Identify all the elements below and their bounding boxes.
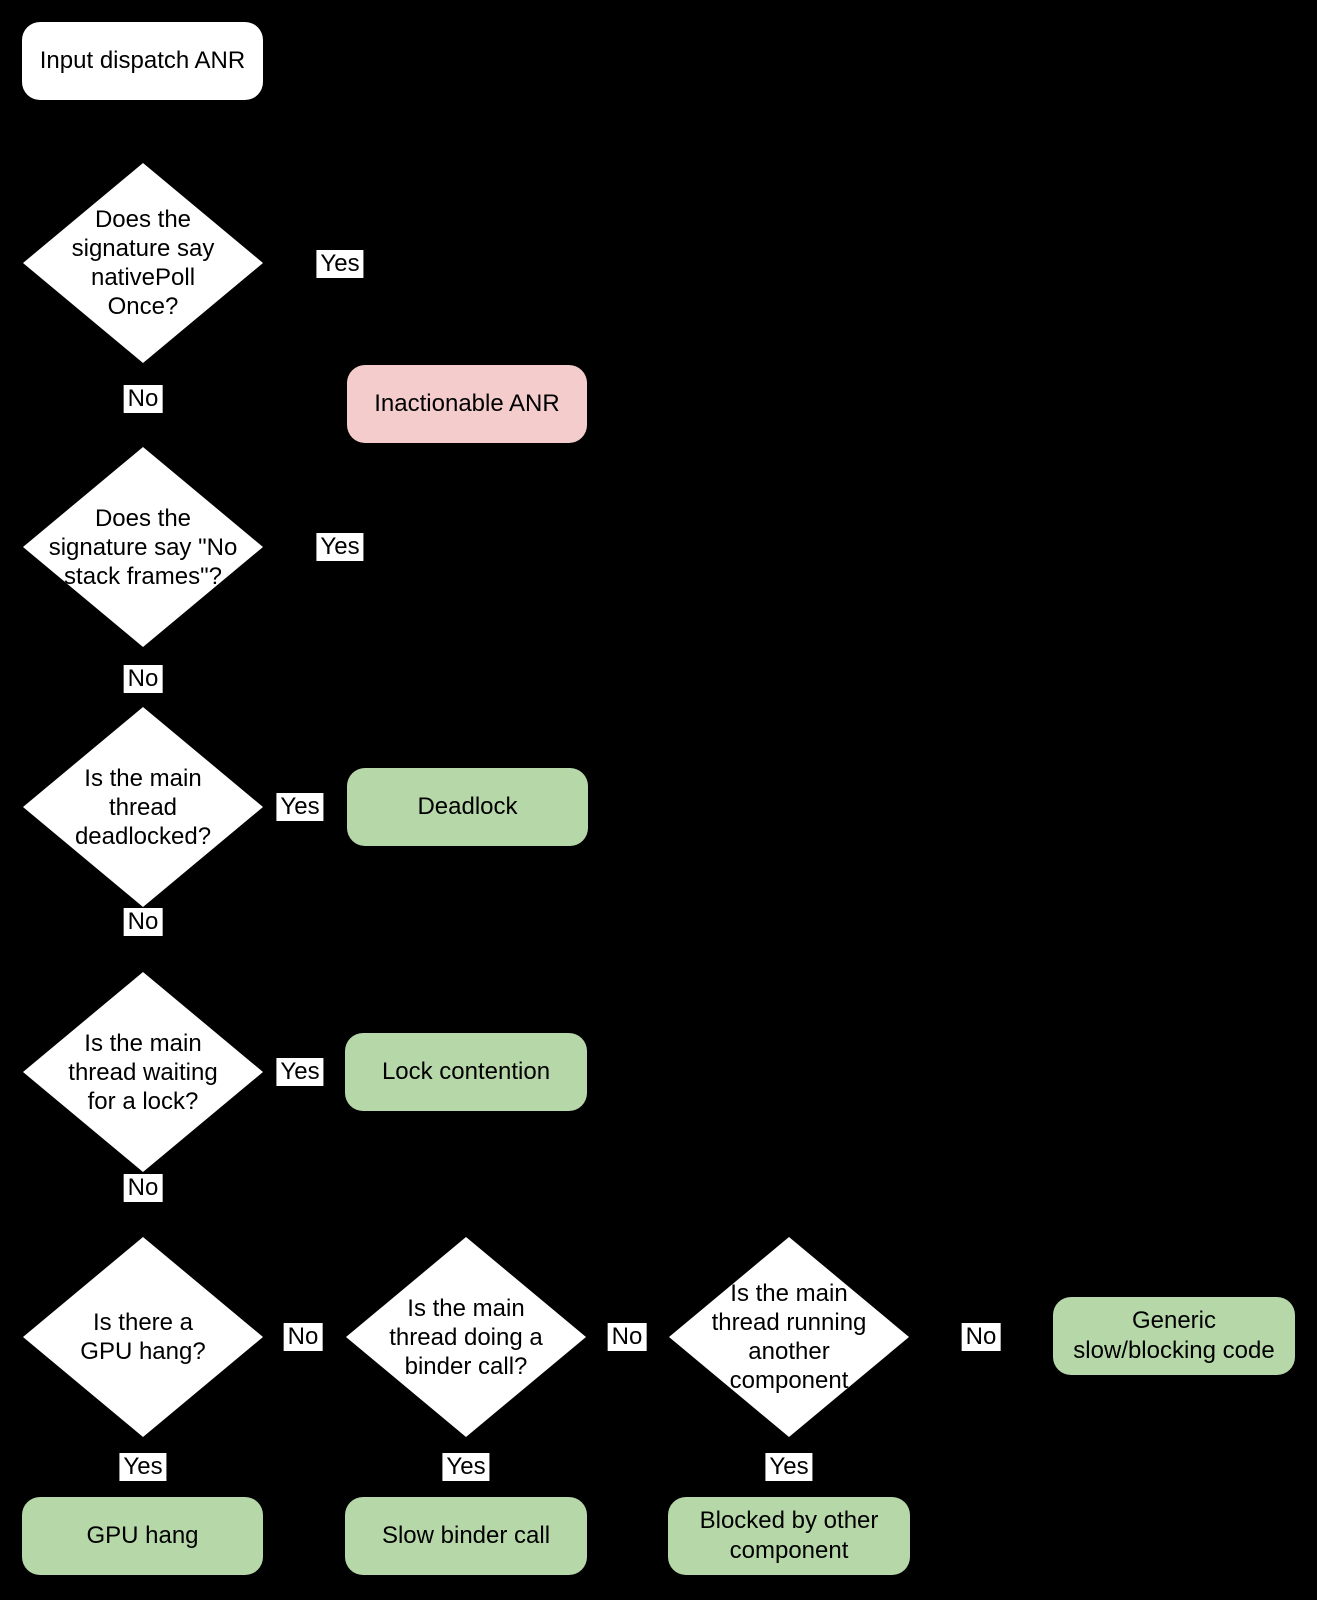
decision-text-line: thread [108, 793, 178, 821]
decision-text-line: Does the [94, 504, 192, 532]
edge-label-yes-deadlocked: Yes [276, 793, 324, 821]
terminal-generic-line1: Generic [1131, 1307, 1217, 1334]
decision-binder-call: Is the main thread doing a binder call? [346, 1237, 586, 1437]
decision-main-thread-deadlocked-label: Is the main thread deadlocked? [0, 707, 293, 907]
edge-label-no-waiting-lock: No [123, 1174, 163, 1202]
decision-text-line: Is the main [84, 1029, 202, 1057]
decision-text-line: component [729, 1367, 849, 1394]
decision-main-thread-waiting-lock: Is the main thread waiting for a lock? [23, 972, 263, 1172]
terminal-lock-contention: Lock contention [345, 1033, 587, 1111]
decision-no-stack-frames: Does the signature say "No stack frames"… [23, 447, 263, 647]
decision-text-line: binder call? [404, 1352, 528, 1380]
decision-text-line: signature say [71, 235, 215, 262]
terminal-blocked-line1: Blocked by other [699, 1507, 879, 1534]
edge-label-yes-another-component: Yes [765, 1453, 813, 1481]
edge-label-yes-gpu-hang: Yes [119, 1453, 167, 1481]
edge-label-no-deadlocked: No [123, 908, 163, 936]
decision-main-thread-waiting-lock-label: Is the main thread waiting for a lock? [0, 972, 293, 1172]
decision-gpu-hang-label: Is there a GPU hang? [0, 1237, 293, 1437]
edge-label-yes-native-poll: Yes [316, 250, 364, 278]
terminal-blocked-line2: component [729, 1537, 849, 1564]
decision-text-line: Does the [94, 206, 192, 233]
decision-text-line: Is the main [730, 1280, 848, 1307]
decision-text-line: Is the main [84, 764, 202, 792]
decision-main-thread-deadlocked: Is the main thread deadlocked? [23, 707, 263, 907]
terminal-deadlock: Deadlock [347, 768, 588, 846]
decision-text-line: thread running [711, 1309, 867, 1336]
terminal-generic-slow-blocking-code: Generic slow/blocking code [1053, 1297, 1295, 1375]
terminal-slow-binder-call: Slow binder call [345, 1497, 587, 1575]
decision-text-line: nativePoll [90, 264, 196, 291]
terminal-gpu-hang-label: GPU hang [86, 1522, 199, 1549]
decision-text-line: Is there a [92, 1309, 194, 1336]
connector-d2-yes-to-inactionable [263, 443, 475, 548]
connector-d1-yes-to-inactionable [263, 262, 475, 365]
decision-text-line: Once? [107, 293, 179, 320]
edge-label-yes-no-stack-frames: Yes [316, 533, 364, 561]
decision-text-line: deadlocked? [74, 822, 212, 850]
start-node-label: Input dispatch ANR [39, 47, 246, 74]
decision-binder-call-label: Is the main thread doing a binder call? [316, 1237, 616, 1437]
decision-running-another-component-label: Is the main thread running another compo… [639, 1237, 939, 1437]
decision-native-poll-once: Does the signature say nativePoll Once? [23, 163, 263, 363]
decision-text-line: thread waiting [68, 1058, 218, 1086]
edge-label-no-binder-call: No [607, 1323, 647, 1351]
terminal-lock-contention-label: Lock contention [381, 1058, 551, 1085]
decision-text-line: Is the main [407, 1294, 525, 1322]
terminal-slow-binder-call-label: Slow binder call [381, 1522, 551, 1549]
decision-running-another-component: Is the main thread running another compo… [669, 1237, 909, 1437]
edge-label-no-another-component: No [961, 1323, 1001, 1351]
terminal-inactionable-anr: Inactionable ANR [347, 365, 587, 443]
decision-text-line: stack frames"? [64, 562, 222, 590]
decision-text-line: GPU hang? [80, 1338, 206, 1365]
terminal-blocked-by-other-component: Blocked by other component [668, 1497, 910, 1575]
edge-label-no-gpu-hang: No [283, 1323, 323, 1351]
decision-text-line: for a lock? [87, 1087, 199, 1115]
terminal-generic-line2: slow/blocking code [1073, 1337, 1275, 1364]
decision-no-stack-frames-label: Does the signature say "No stack frames"… [0, 447, 293, 647]
decision-text-line: another [748, 1338, 830, 1365]
edge-label-no-native-poll: No [123, 385, 163, 413]
decision-text-line: signature say "No [48, 533, 238, 561]
start-node-input-dispatch-anr: Input dispatch ANR [22, 22, 263, 100]
decision-native-poll-once-label: Does the signature say nativePoll Once? [0, 163, 293, 363]
terminal-gpu-hang: GPU hang [22, 1497, 263, 1575]
decision-text-line: thread doing a [389, 1323, 543, 1351]
edge-label-no-no-stack-frames: No [123, 665, 163, 693]
terminal-inactionable-anr-label: Inactionable ANR [374, 390, 560, 417]
edge-label-yes-waiting-lock: Yes [276, 1058, 324, 1086]
decision-gpu-hang: Is there a GPU hang? [23, 1237, 263, 1437]
terminal-deadlock-label: Deadlock [417, 793, 518, 820]
edge-label-yes-binder-call: Yes [442, 1453, 490, 1481]
